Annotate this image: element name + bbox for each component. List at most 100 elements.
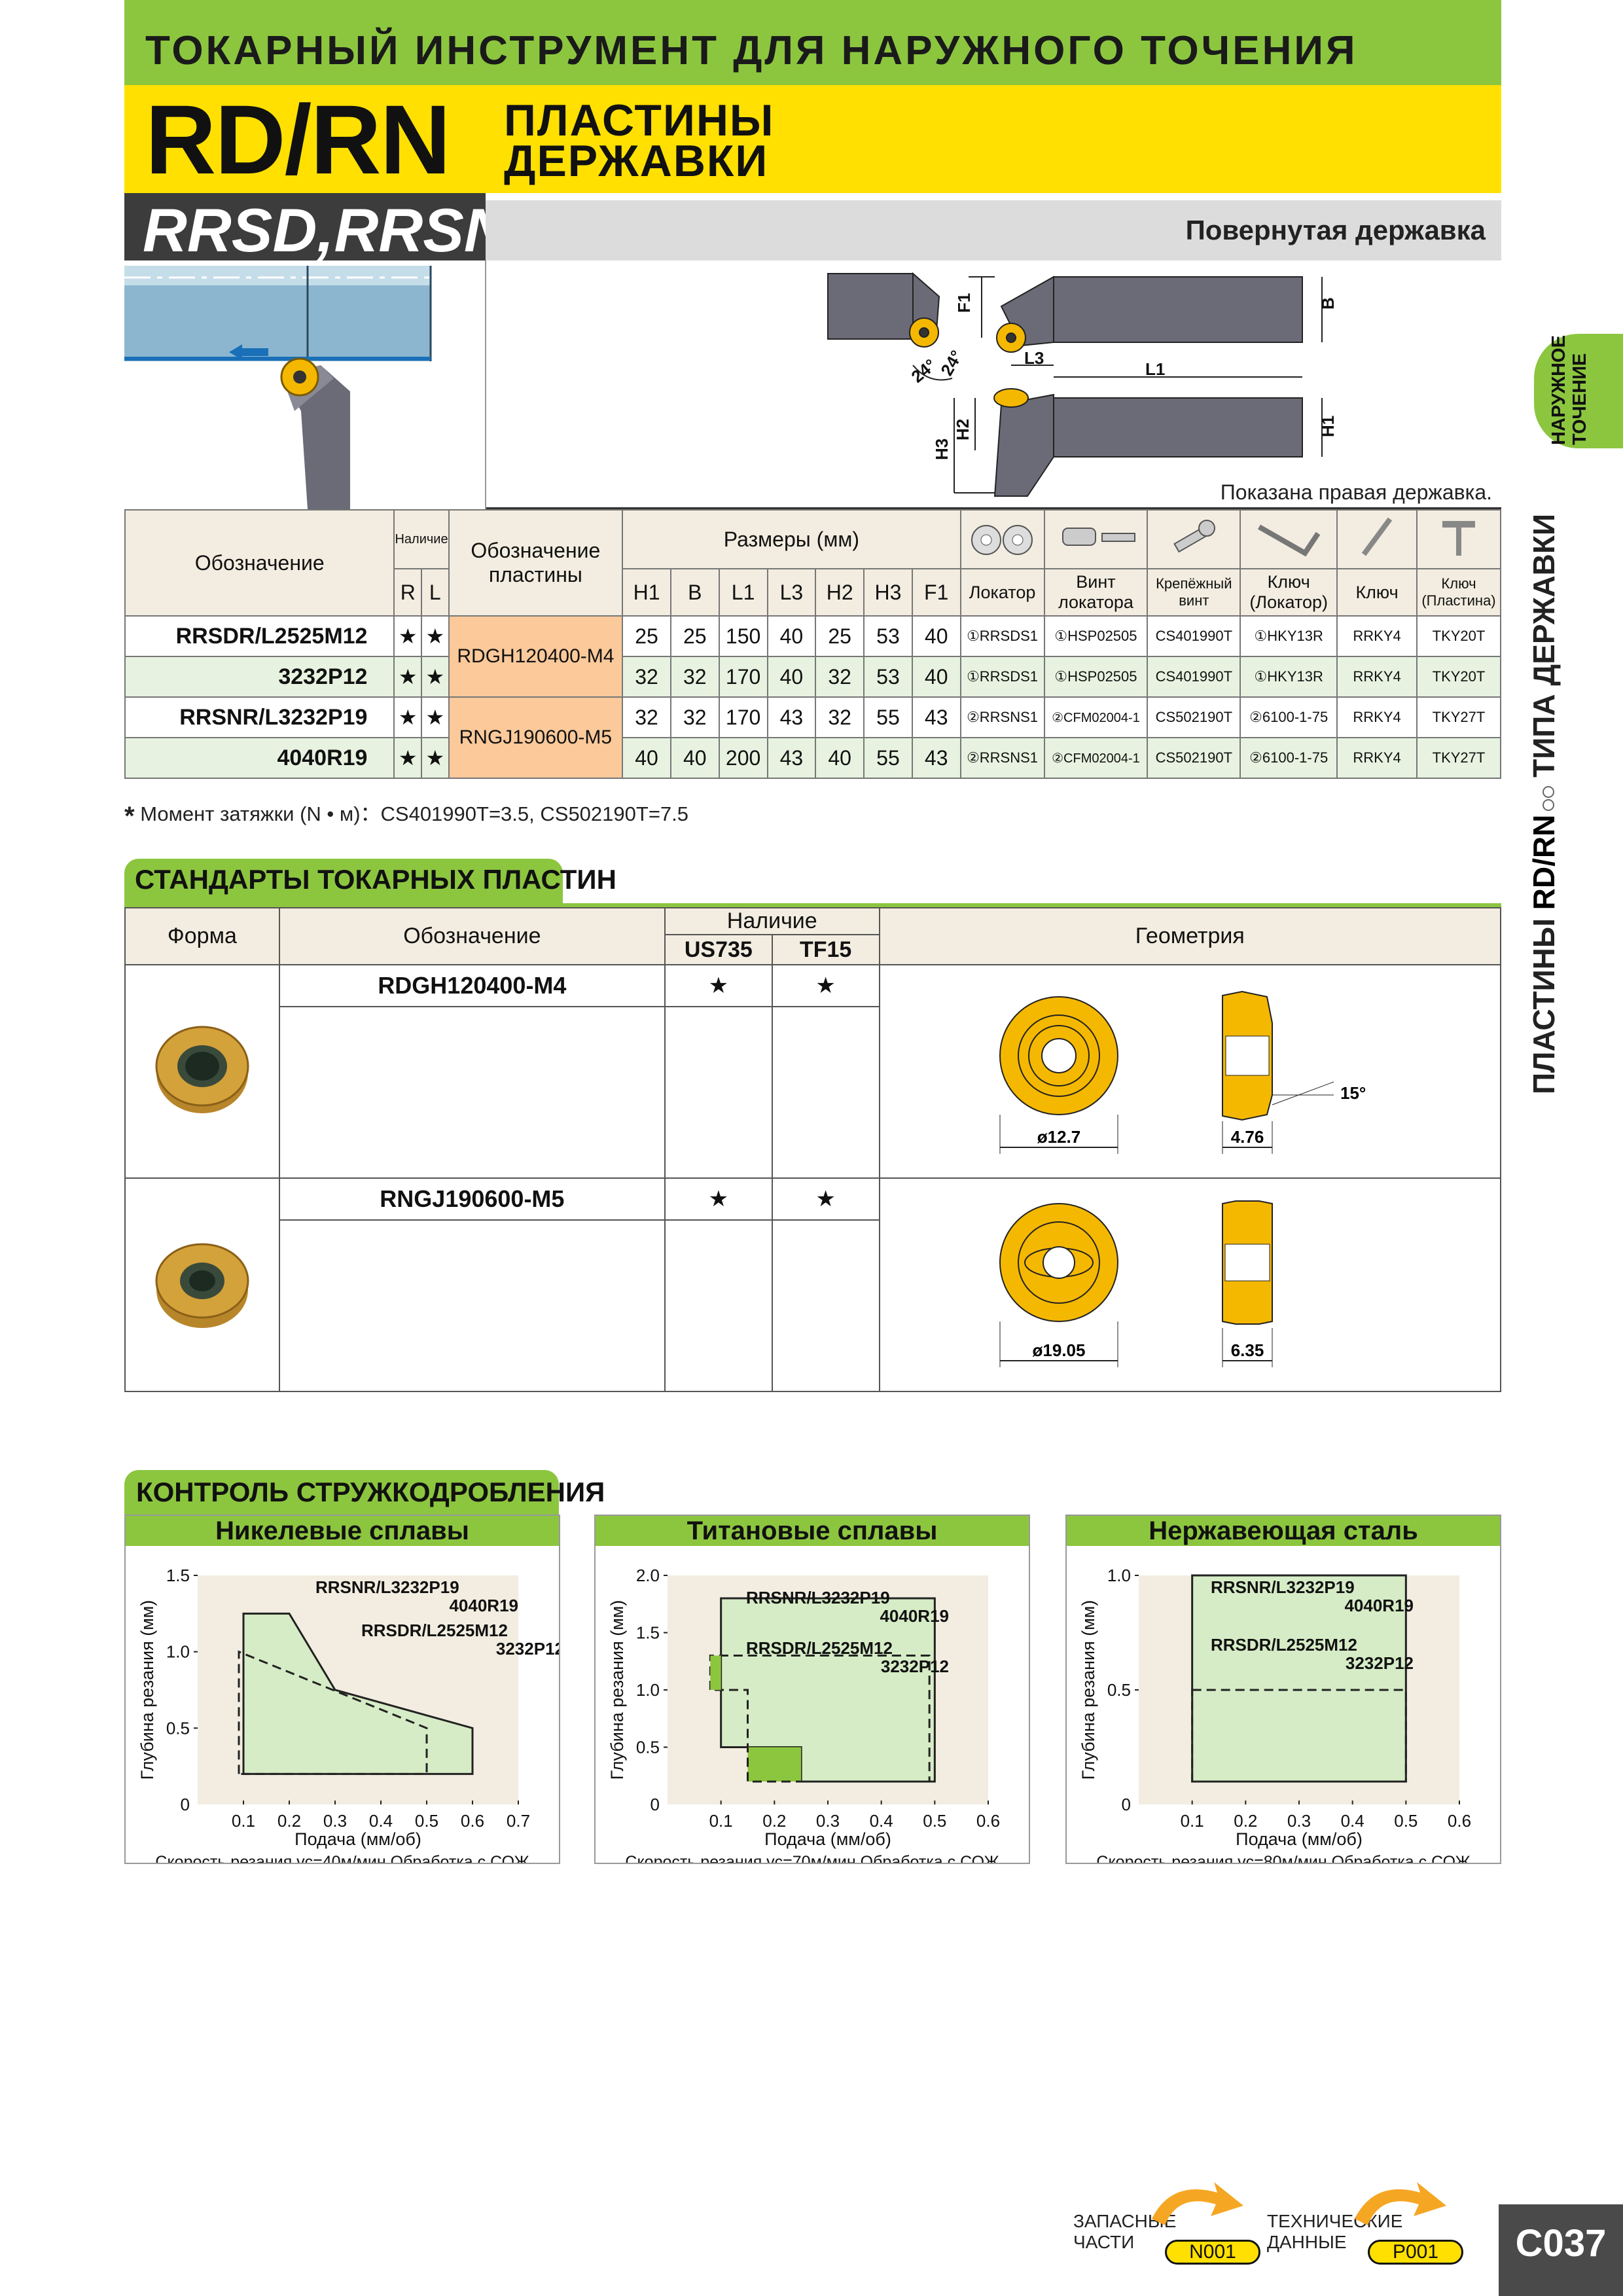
dim-cell: 40 <box>911 656 961 698</box>
thickness-label: 6.35 <box>1231 1340 1264 1360</box>
col-header-availability: Наличие <box>664 907 880 935</box>
y-axis-label: Глубина резания (мм) <box>1079 1600 1098 1780</box>
insert-photo-rdgh <box>124 964 280 1179</box>
x-tick-label: 0.1 <box>1181 1811 1204 1831</box>
col-header-us735: US735 <box>664 934 773 965</box>
series-label: 4040R19 <box>880 1606 949 1626</box>
series-label: 4040R19 <box>1344 1596 1414 1615</box>
x-axis-label: Подача (мм/об) <box>294 1829 421 1849</box>
part-cell: ①HKY13R <box>1240 656 1338 698</box>
col-header-l: L <box>421 568 450 617</box>
section-line <box>124 903 1501 907</box>
series-label: 3232P12 <box>881 1657 949 1676</box>
series-label: RRSNR/L3232P19 <box>1211 1577 1355 1597</box>
insert-key-icon <box>1416 509 1501 569</box>
spare-parts-arrow-icon <box>1152 2182 1243 2225</box>
x-tick-label: 0.4 <box>369 1811 393 1831</box>
avail-us735: ★ <box>664 1177 773 1221</box>
avail-tf15: ★ <box>771 964 880 1007</box>
col-header-locator-screw: Винт локатора <box>1043 568 1149 617</box>
dim-cell: 200 <box>718 737 768 779</box>
col-header-r: R <box>393 568 423 617</box>
x-tick-label: 0.5 <box>923 1811 946 1831</box>
key-icon <box>1336 509 1418 569</box>
part-cell: CS401990T <box>1147 615 1241 657</box>
col-header-locator: Локатор <box>959 568 1045 617</box>
part-cell: RRKY4 <box>1336 615 1418 657</box>
part-cell: ②6100-1-75 <box>1240 696 1338 738</box>
dim-label-F1: F1 <box>954 293 974 313</box>
y-tick-label: 0 <box>651 1795 660 1814</box>
x-tick-label: 0.2 <box>1234 1811 1257 1831</box>
dim-cell: 32 <box>815 656 865 698</box>
x-tick-label: 0.4 <box>870 1811 893 1831</box>
dim-label-H1: H1 <box>1318 416 1338 437</box>
part-cell: CS401990T <box>1147 656 1241 698</box>
dim-cell: 32 <box>622 656 671 698</box>
insert-standards-table: Форма Обозначение Наличие Геометрия US73… <box>124 907 1502 1392</box>
series-label: 3232P12 <box>496 1639 559 1659</box>
dim-cell: 43 <box>911 696 961 738</box>
spare-parts-link[interactable]: N001 <box>1165 2240 1260 2265</box>
y-tick-label: 1.5 <box>636 1623 660 1643</box>
dim-label-H2: H2 <box>953 419 972 440</box>
x-tick-label: 0.6 <box>1448 1811 1471 1831</box>
x-tick-label: 0.3 <box>323 1811 347 1831</box>
col-header-designation: Обозначение <box>124 509 395 617</box>
tech-data-link[interactable]: P001 <box>1368 2240 1463 2265</box>
series-area <box>747 1747 802 1782</box>
chart-title: Нержавеющая сталь <box>1067 1516 1500 1546</box>
part-cell: TKY27T <box>1416 737 1501 779</box>
x-tick-label: 0.4 <box>1341 1811 1364 1831</box>
x-tick-label: 0.3 <box>1287 1811 1311 1831</box>
x-tick-label: 0.5 <box>1394 1811 1418 1831</box>
y-axis-label: Глубина резания (мм) <box>137 1600 157 1780</box>
col-header-dimensions: Размеры (мм) <box>622 509 961 569</box>
cutting-speed-note: Скорость резания vc=40м/мин,Обработка с … <box>155 1853 529 1863</box>
product-subtitle-line2: ДЕРЖАВКИ <box>504 136 769 186</box>
x-tick-label: 0.1 <box>232 1811 255 1831</box>
dim-label-B: B <box>1318 297 1338 310</box>
cutting-speed-note: Скорость резания vc=70м/мин,Обработка с … <box>625 1853 999 1863</box>
part-cell: ①HKY13R <box>1240 615 1338 657</box>
angle-label-1: 24° <box>908 355 940 386</box>
col-header-insert: Обозначение пластины <box>448 509 624 617</box>
avail-l: ★ <box>421 737 450 779</box>
y-tick-label: 2.0 <box>636 1566 660 1585</box>
dim-label-L3: L3 <box>1024 348 1044 368</box>
dim-cell: 43 <box>766 696 817 738</box>
diameter-label: ø19.05 <box>1033 1340 1086 1360</box>
y-tick-label: 0.5 <box>636 1738 660 1757</box>
insert-photo-rngj <box>124 1177 280 1392</box>
x-tick-label: 0.3 <box>816 1811 840 1831</box>
dim-cell: 53 <box>863 656 913 698</box>
application-illustration <box>124 260 486 509</box>
insert-code-cell: RDGH120400-M4 <box>278 964 666 1007</box>
right-hand-shown-note: Показана правая державка. <box>1220 480 1492 504</box>
part-cell: ②CFM02004-1 <box>1043 737 1149 779</box>
side-tab-line1: НАРУЖНОЕ <box>1548 335 1569 445</box>
dim-cell: 43 <box>911 737 961 779</box>
col-header-tf15: TF15 <box>771 934 880 965</box>
col-header-locator-key: Ключ (Локатор) <box>1240 568 1338 617</box>
col-header-geometry: Геометрия <box>878 907 1502 965</box>
dim-cell: 55 <box>863 737 913 779</box>
dim-cell: 150 <box>718 615 768 657</box>
holder-type-bar <box>486 200 1501 260</box>
part-cell: ②6100-1-75 <box>1240 737 1338 779</box>
y-tick-label: 0 <box>181 1795 190 1814</box>
insert-cell: RNGJ190600-M5 <box>448 696 624 779</box>
y-axis-label: Глубина резания (мм) <box>607 1600 627 1780</box>
col-header-shape: Форма <box>124 907 280 965</box>
insert-geometry-rdgh: ø12.7 4.76 15° <box>878 964 1502 1179</box>
y-tick-label: 1.0 <box>1107 1566 1131 1585</box>
table-row: 4040R19 ★ ★ 40 40 200 43 40 55 43 ②RRSNS… <box>124 737 1501 779</box>
page-number-box <box>1499 2204 1623 2296</box>
dim-cell: 32 <box>815 696 865 738</box>
torque-note: * Момент затяжки (N • м)：CS401990T=3.5, … <box>124 802 689 831</box>
locator-screw-icon <box>1043 509 1149 569</box>
avail-l: ★ <box>421 696 450 738</box>
section-tab-chip-control <box>124 1470 559 1515</box>
holder-technical-drawing <box>827 272 1323 497</box>
